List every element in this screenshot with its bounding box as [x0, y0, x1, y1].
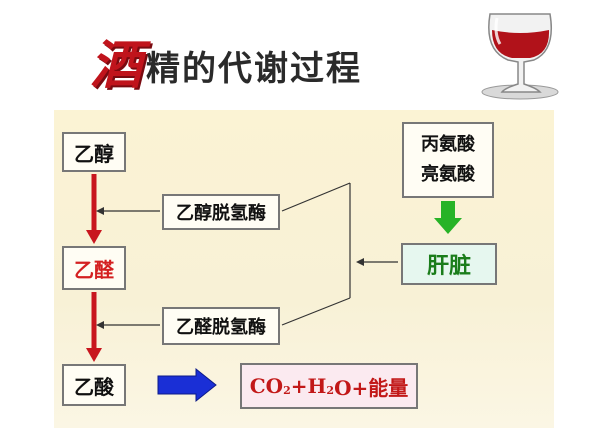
arrow-ethanol-to-acetaldehyde	[86, 174, 102, 244]
amino-acids-box: 丙氨酸 亮氨酸	[402, 122, 494, 198]
result-sub-2b: 2	[326, 383, 335, 397]
arrow-acetaldehyde-to-acid	[86, 292, 102, 362]
arrow-aldh-to-chain	[96, 321, 160, 329]
title-first-char: 酒	[90, 35, 143, 96]
amino-acid-leucine: 亮氨酸	[421, 164, 475, 185]
arrow-acid-to-result	[157, 367, 217, 403]
amino-acid-alanine: 丙氨酸	[421, 134, 475, 155]
title-rest: 精的代谢过程	[146, 49, 363, 89]
adh-enzyme-box: 乙醇脱氢酶	[162, 194, 280, 230]
result-plus-h: +H	[290, 374, 327, 398]
liver-bracket-connector	[281, 182, 398, 326]
aldh-enzyme-box: 乙醛脱氢酶	[162, 307, 280, 345]
ethanol-box: 乙醇	[62, 132, 126, 172]
page-title: 酒 精的代谢过程	[90, 28, 362, 92]
result-rest: O+能量	[334, 375, 409, 400]
result-sub-2a: 2	[283, 383, 291, 397]
wine-glass-icon	[481, 13, 559, 100]
result-co: CO	[249, 374, 284, 398]
arrow-amino-to-liver	[434, 201, 462, 234]
liver-box: 肝脏	[401, 243, 497, 285]
arrow-adh-to-chain	[96, 207, 160, 215]
acetaldehyde-box: 乙醛	[62, 246, 126, 290]
acetic-acid-box: 乙酸	[62, 364, 126, 406]
